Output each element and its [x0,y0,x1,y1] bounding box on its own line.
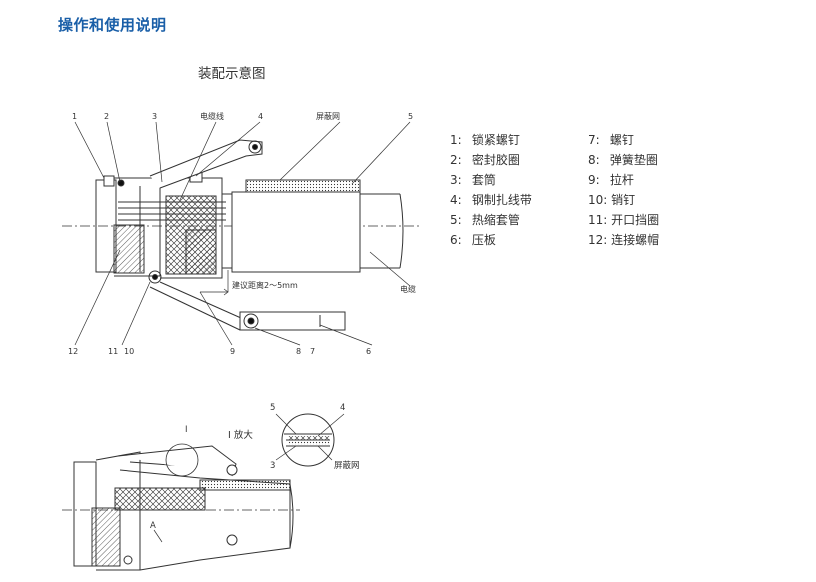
detail-label-I: I [185,425,188,435]
callout-shield: 屏蔽网 [316,111,340,121]
lock-screw [103,175,115,187]
pivot-top [248,140,262,154]
detail-label-4: 4 [340,403,345,413]
detail-labels: I I 放大 5 4 3 屏蔽网 A [150,403,360,531]
screw-head [243,313,259,329]
part-number: 5: [450,213,462,227]
part-number: 9: [588,173,600,187]
magnify-circle [281,413,335,467]
part-name: 弹簧垫圈 [609,153,658,167]
part-item: 9: 拉杆 [588,170,659,190]
pin-bottom [148,270,162,284]
part-name: 压板 [471,233,496,247]
nut-knurl [113,224,145,274]
seal-ring [117,179,125,187]
lower-assembly [62,413,345,571]
diagram-caption: 装配示意图 [198,66,266,82]
part-number: 7: [588,133,600,147]
part-name: 开口挡圈 [611,213,660,227]
part-item: 8: 弹簧垫圈 [588,150,659,170]
detail-label-shield: 屏蔽网 [334,460,360,471]
callout-distance: 建议距离2～5mm [232,280,298,290]
part-item: 12: 连接螺帽 [588,230,659,250]
callout-8: 8 [296,347,301,356]
part-name: 密封胶圈 [471,153,520,167]
parts-column-right: 7: 螺钉 8: 弹簧垫圈 9: 拉杆 10: 销钉 11: 开口挡圈 12: … [588,130,659,250]
lower-shell [119,469,291,571]
part-number: 1: [450,133,462,147]
part-item: 5: 热缩套管 [450,210,532,230]
part-name: 锁紧螺钉 [471,133,520,147]
shell-body [114,177,161,277]
part-item: 2: 密封胶圈 [450,150,532,170]
leader-lines [74,121,411,346]
part-number: 2: [450,153,462,167]
callout-7: 7 [310,347,315,356]
callout-9: 9 [230,347,235,356]
callout-11: 11 [108,347,118,356]
callout-12: 12 [68,347,78,356]
callout-6: 6 [366,347,371,356]
pull-rod-top [149,139,263,189]
callout-2: 2 [104,112,109,121]
callout-4: 4 [258,112,263,121]
callout-3: 3 [152,112,157,121]
part-name: 套筒 [471,173,496,187]
upper-assembly [62,139,420,331]
callout-wire: 电缆线 [200,111,224,121]
part-name: 螺钉 [609,133,634,147]
detail-label-magnify: I 放大 [228,429,253,441]
page-title: 操作和使用说明 [58,16,167,34]
part-name: 销钉 [611,193,636,207]
part-item: 7: 螺钉 [588,130,659,150]
lower-braid [114,487,206,511]
part-item: 11: 开口挡圈 [588,210,659,230]
part-name: 连接螺帽 [611,233,660,247]
detail-label-3: 3 [270,461,275,471]
part-number: 6: [450,233,462,247]
part-number: 12: [588,233,608,247]
detail-label-A: A [150,521,156,531]
part-item: 10: 销钉 [588,190,659,210]
detail-circle [165,443,199,477]
callout-labels: 1 2 3 电缆线 4 屏蔽网 5 电缆 建议距离2～5mm 12 11 10 … [68,111,416,356]
part-number: 3: [450,173,462,187]
part-name: 钢制扎线带 [471,193,532,207]
part-number: 10: [588,193,608,207]
heat-shrink-top [245,179,361,193]
part-item: 3: 套筒 [450,170,532,190]
part-number: 4: [450,193,462,207]
part-number: 11: [588,213,608,227]
part-name: 拉杆 [609,173,634,187]
callout-1: 1 [72,112,77,121]
callout-5: 5 [408,112,413,121]
callout-cable: 电缆 [400,284,416,294]
part-name: 热缩套管 [471,213,520,227]
press-plate [239,311,346,331]
part-item: 4: 钢制扎线带 [450,190,532,210]
part-item: 6: 压板 [450,230,532,250]
callout-10: 10 [124,347,134,356]
part-number: 8: [588,153,600,167]
parts-column-left: 1: 锁紧螺钉 2: 密封胶圈 3: 套筒 4: 钢制扎线带 5: 热缩套管 6… [450,130,532,250]
heat-shrink [231,191,361,273]
part-item: 1: 锁紧螺钉 [450,130,532,150]
detail-label-5: 5 [270,403,275,413]
